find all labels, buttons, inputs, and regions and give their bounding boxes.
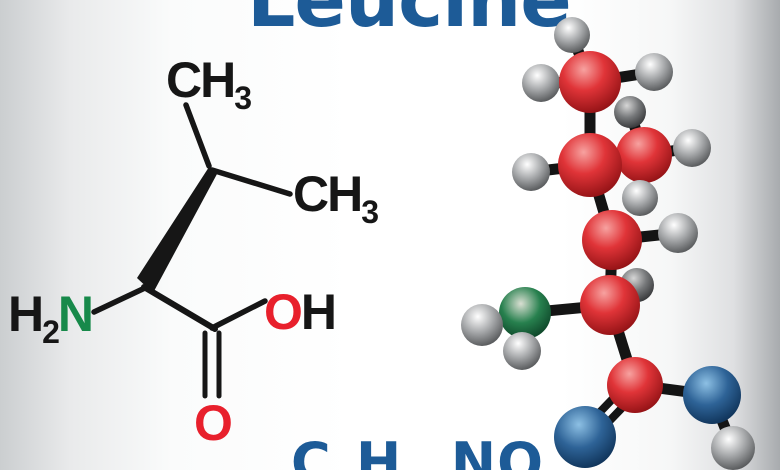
page-title: Leucine	[247, 0, 572, 38]
atom-H-H7	[673, 129, 711, 167]
methyl-top-label: CH3	[166, 52, 251, 116]
atom-H-H11	[503, 332, 541, 370]
molecular-formula: C6H13NO2	[291, 436, 568, 470]
atom-C-C2b	[616, 127, 672, 183]
bond-ch-methylright	[209, 167, 293, 197]
atom-H-H1	[614, 96, 646, 128]
carbonyl-oxygen-label: O	[194, 395, 231, 451]
stick-bond-C2-C3	[592, 190, 610, 217]
atom-C-C5	[607, 357, 663, 413]
atom-H-H4	[522, 64, 560, 102]
atom-H-H12	[711, 426, 755, 470]
stick-bond-C5-O1	[596, 395, 617, 416]
hydroxyl-oxygen: O	[264, 284, 301, 340]
methyl-right-subscript: 3	[361, 194, 378, 230]
atom-C-C3	[582, 210, 642, 270]
amino-subscript: 2	[42, 314, 59, 350]
atom-C-C1	[559, 51, 621, 113]
atom-C-C2	[558, 133, 622, 197]
atom-H-H3	[554, 17, 590, 53]
atom-H-H6	[512, 153, 550, 191]
bond-carboxylc-hydroxyl	[209, 298, 268, 331]
atom-H-H5	[635, 53, 673, 91]
atom-H-H9	[658, 213, 698, 253]
atom-O-O2	[683, 366, 741, 424]
stick-bond-C5-O1	[605, 404, 626, 425]
structural-formula: CH3 CH3 H2N OH O	[8, 52, 380, 451]
atom-C-C4	[580, 275, 640, 335]
bond-amino-alphac	[91, 284, 150, 315]
formula-h: H	[356, 431, 403, 470]
ball-and-stick-model	[461, 17, 755, 470]
stick-bond-C3-H9	[637, 229, 663, 243]
hydroxyl-hydrogen: H	[301, 284, 335, 340]
stick-bond-C4-C5	[612, 328, 634, 364]
amino-group-label: H2N	[8, 286, 92, 350]
atom-N-N1	[499, 287, 551, 339]
atom-H-H10	[461, 304, 503, 346]
stick-bond-C4-N1	[546, 301, 585, 317]
methyl-right-label: CH3	[293, 166, 378, 230]
atom-H-H8	[622, 180, 658, 216]
bond-alphac-carboxylc	[141, 284, 218, 332]
formula-no: NO	[450, 431, 545, 470]
methyl-top-subscript: 3	[234, 80, 251, 116]
stick-bond-C5-O2	[658, 382, 688, 398]
formula-c: C	[291, 431, 332, 470]
bond-methyltop-ch	[183, 102, 212, 169]
hydroxyl-label: OH	[264, 284, 335, 340]
atom-O-O1	[554, 406, 616, 468]
wedge-bond	[137, 167, 217, 293]
amino-nitrogen: N	[58, 286, 92, 342]
